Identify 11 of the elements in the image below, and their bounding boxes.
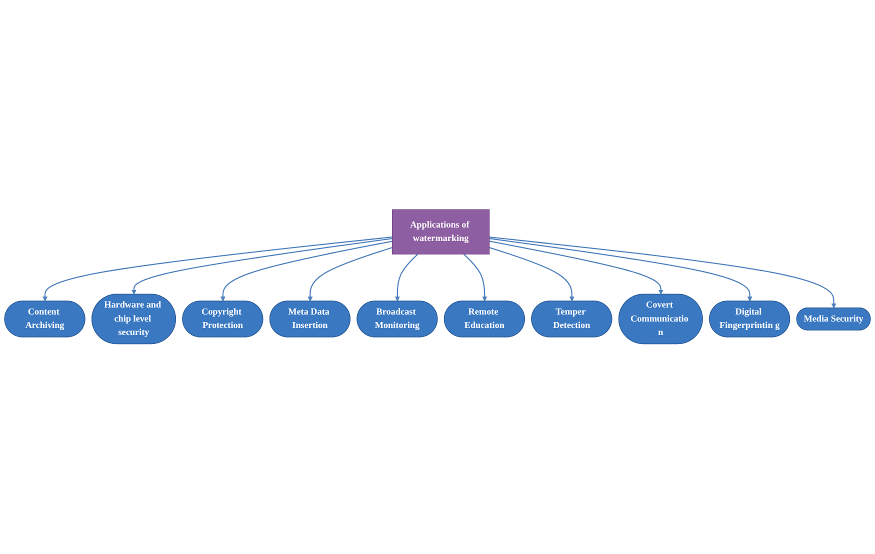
- arrow: [42, 236, 392, 302]
- arrow: [131, 238, 392, 295]
- arrow: [489, 238, 752, 302]
- arrow: [489, 236, 836, 309]
- arrow: [489, 240, 664, 295]
- arrow: [220, 241, 392, 302]
- arrow: [489, 247, 574, 302]
- arrow: [394, 254, 418, 302]
- arrow: [463, 254, 488, 302]
- node-box: Applications of watermarking: [392, 210, 490, 255]
- arrow: [308, 247, 392, 302]
